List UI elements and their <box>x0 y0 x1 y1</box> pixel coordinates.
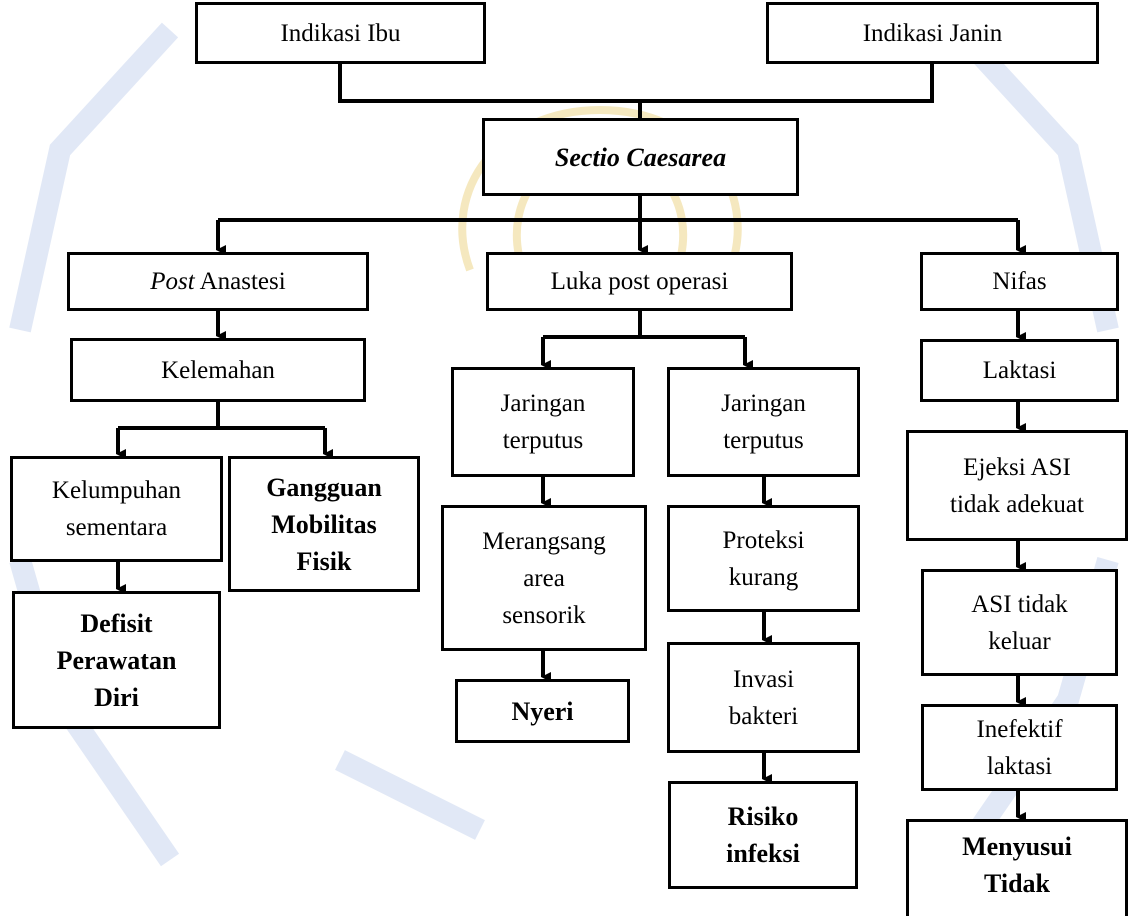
node-post-anastesi: Post Anastesi <box>67 252 369 311</box>
node-luka-post-operasi: Luka post operasi <box>486 252 793 311</box>
node-indikasi-ibu: Indikasi Ibu <box>195 2 486 64</box>
node-indikasi-ibu-line-1: Indikasi Ibu <box>280 19 401 47</box>
node-gangguan-line-3: Fisik <box>296 546 352 576</box>
node-menyusui-line-2: Tidak <box>983 869 1050 898</box>
node-merangsang-line-2: area <box>523 564 565 592</box>
node-ejeksi-line-2: tidak adekuat <box>950 490 1084 518</box>
node-ejeksi-line-1: Ejeksi ASI <box>963 453 1071 481</box>
node-indikasi-janin-line-1: Indikasi Janin <box>862 19 1003 47</box>
node-post-anastesi-italic: Post <box>150 268 195 295</box>
node-merangsang-area-sensorik: Merangsang area sensorik <box>441 505 647 651</box>
node-jaringan-terputus-right: Jaringan terputus <box>667 367 860 477</box>
node-menyusui-tidak: Menyusui Tidak <box>906 819 1128 916</box>
node-kelumpuhan-sementara: Kelumpuhan sementara <box>10 456 223 562</box>
node-inefektif-line-1: Inefektif <box>976 715 1063 743</box>
node-jaringan-right-line-1: Jaringan <box>721 390 806 417</box>
node-kelumpuhan-line-1: Kelumpuhan <box>51 477 182 504</box>
node-kelumpuhan-line-2: sementara <box>65 514 168 541</box>
node-risiko-line-1: Risiko <box>727 802 799 831</box>
node-gangguan-line-1: Gangguan <box>266 472 382 502</box>
node-asi-tidak-keluar-line-2: keluar <box>988 627 1051 655</box>
node-kelemahan-line-1: Kelemahan <box>161 356 275 384</box>
node-kelemahan: Kelemahan <box>70 338 366 402</box>
node-gangguan-mobilitas-fisik: Gangguan Mobilitas Fisik <box>228 456 420 592</box>
node-defisit-line-2: Perawatan <box>56 645 177 675</box>
node-nifas-line-1: Nifas <box>992 268 1047 295</box>
node-nifas: Nifas <box>920 252 1119 311</box>
node-menyusui-line-1: Menyusui <box>962 832 1072 861</box>
node-jaringan-right-line-2: terputus <box>723 427 804 454</box>
node-sectio-caesarea-line-1: Sectio Caesarea <box>554 142 727 172</box>
node-proteksi-line-1: Proteksi <box>722 526 805 554</box>
node-gangguan-line-2: Mobilitas <box>271 509 377 539</box>
node-defisit-line-3: Diri <box>94 682 139 712</box>
node-invasi-bakteri: Invasi bakteri <box>667 642 860 753</box>
node-post-anastesi-rest: Anastesi <box>194 268 286 295</box>
node-merangsang-line-1: Merangsang <box>482 527 606 555</box>
node-risiko-infeksi: Risiko infeksi <box>668 781 858 889</box>
node-asi-tidak-keluar: ASI tidak keluar <box>921 569 1118 676</box>
node-indikasi-janin: Indikasi Janin <box>766 2 1099 64</box>
node-proteksi-kurang: Proteksi kurang <box>667 505 860 612</box>
node-defisit-line-1: Defisit <box>80 608 153 638</box>
node-jaringan-left-line-1: Jaringan <box>500 390 586 417</box>
node-asi-tidak-keluar-line-1: ASI tidak <box>971 590 1068 618</box>
node-nyeri: Nyeri <box>455 679 630 743</box>
node-invasi-line-2: bakteri <box>728 702 799 730</box>
node-post-anastesi-label: Post Anastesi <box>150 263 285 300</box>
node-merangsang-line-3: sensorik <box>502 601 586 629</box>
node-laktasi-line-1: Laktasi <box>982 357 1057 384</box>
node-jaringan-left-line-2: terputus <box>502 427 584 454</box>
node-laktasi: Laktasi <box>920 339 1119 402</box>
node-inefektif-laktasi: Inefektif laktasi <box>921 704 1118 791</box>
node-sectio-caesarea: Sectio Caesarea <box>482 118 799 196</box>
node-risiko-line-2: infeksi <box>726 839 800 868</box>
node-jaringan-terputus-left: Jaringan terputus <box>451 367 635 477</box>
node-proteksi-line-2: kurang <box>728 563 799 591</box>
node-defisit-perawatan-diri: Defisit Perawatan Diri <box>12 591 221 729</box>
node-inefektif-line-2: laktasi <box>986 752 1053 780</box>
node-nyeri-line-1: Nyeri <box>511 696 574 726</box>
node-luka-post-operasi-line-1: Luka post operasi <box>550 268 729 295</box>
node-ejeksi-asi: Ejeksi ASI tidak adekuat <box>906 430 1128 541</box>
node-invasi-line-1: Invasi <box>732 665 795 693</box>
